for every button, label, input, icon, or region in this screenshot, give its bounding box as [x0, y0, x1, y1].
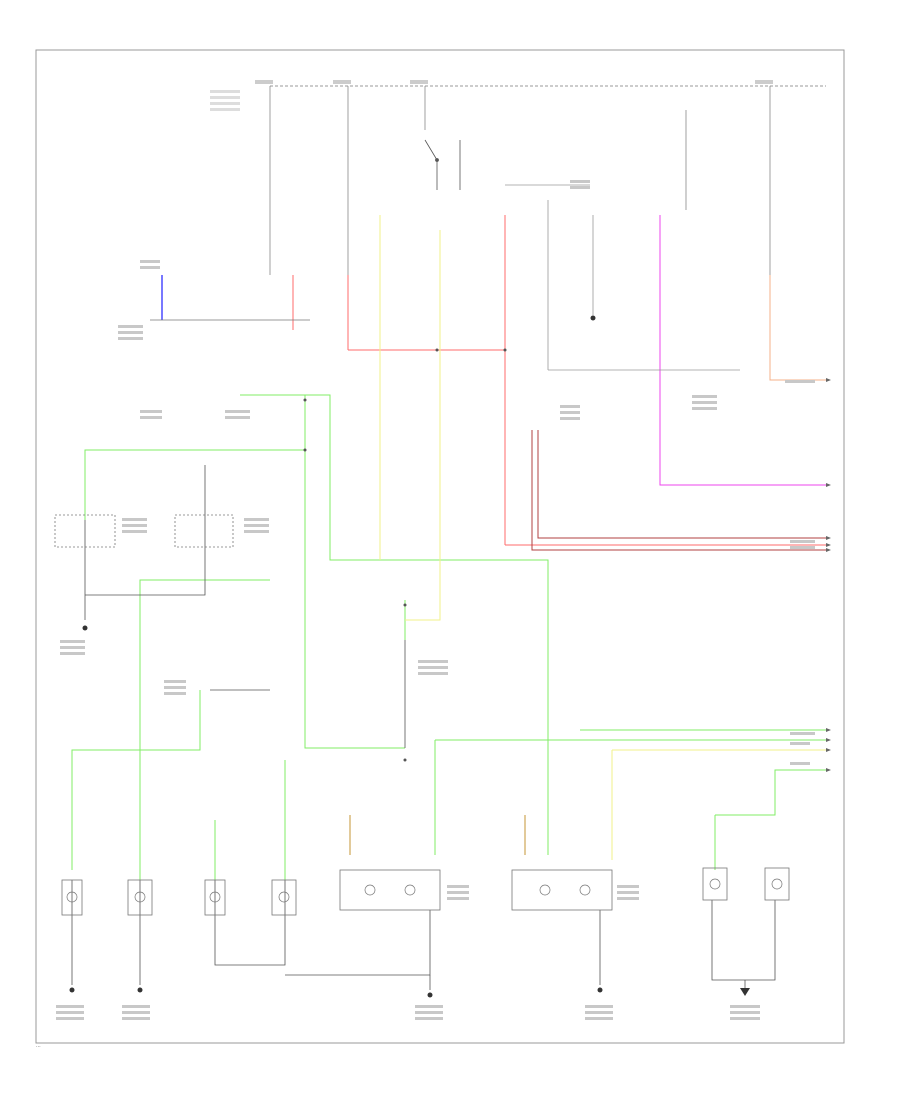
red-wires — [292, 215, 826, 546]
component-boxes — [54, 514, 790, 916]
orange-wire — [769, 275, 826, 381]
bus-feeds — [269, 86, 771, 275]
green-wires — [71, 394, 826, 880]
illegible-labels — [56, 180, 815, 1020]
lamp-assy-left — [339, 869, 441, 911]
lamp-assy-right — [511, 869, 613, 911]
connector-arrow — [826, 378, 831, 772]
gray-wires — [505, 184, 740, 371]
lamp-4 — [271, 879, 297, 916]
ground-symbol — [69, 315, 750, 998]
lamp-2 — [127, 879, 153, 916]
lamp-5 — [702, 867, 728, 901]
lamp-6 — [764, 867, 790, 901]
magenta-wire — [659, 215, 826, 486]
diagram-frame — [35, 49, 845, 1044]
lamp-symbol — [66, 878, 783, 903]
lamp-3 — [204, 879, 226, 916]
splice-dots — [303, 348, 507, 762]
dark-red-wires — [531, 430, 826, 551]
relay-box-mid — [174, 514, 234, 548]
footer-code: ... — [36, 1043, 41, 1049]
top-fuse-labels — [210, 80, 773, 111]
black-wires — [71, 465, 776, 990]
relay-box-left — [54, 514, 116, 548]
switch-symbol — [424, 139, 461, 190]
yellow-wires — [379, 215, 826, 860]
tan-wires — [349, 815, 526, 855]
lamp-1 — [61, 879, 83, 916]
